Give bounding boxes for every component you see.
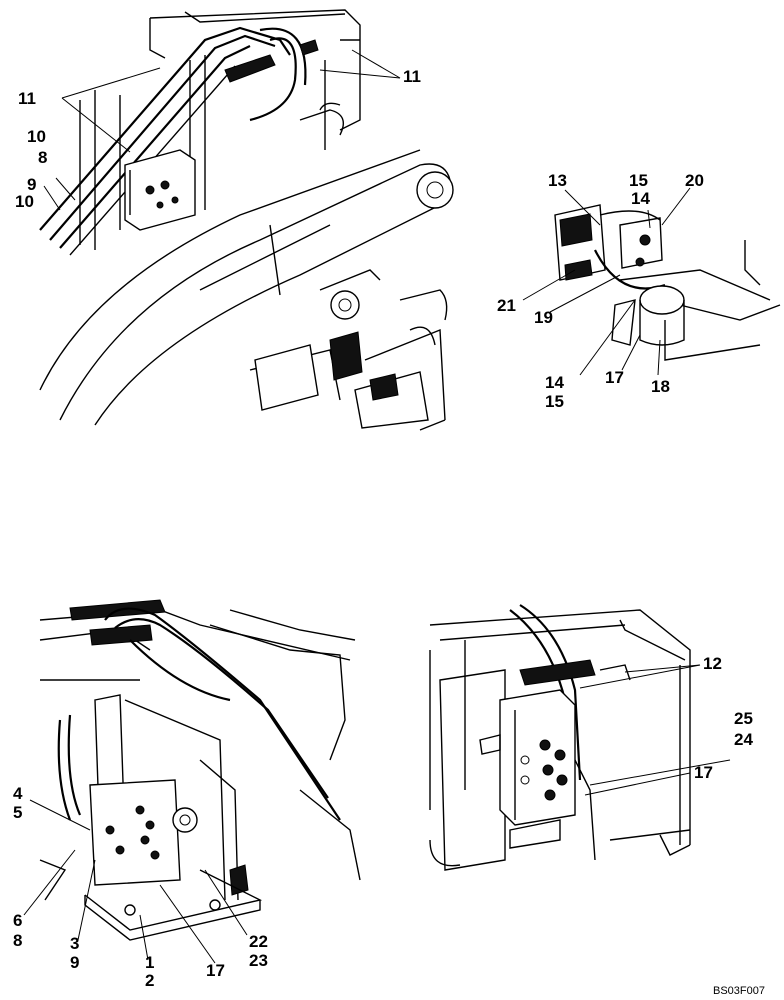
- leader-lines-view-1: [43, 49, 401, 211]
- valve-stack: [89, 694, 249, 901]
- callout-19: 19: [534, 308, 553, 327]
- view-lower-left: 4 5 6 8 3 9 1 2 17 22 23: [13, 599, 361, 990]
- callout-15-bottom: 15: [545, 392, 564, 411]
- boom-arm: [39, 102, 454, 426]
- callout-14-bottom: 14: [545, 373, 564, 392]
- callout-10-lower: 10: [15, 192, 34, 211]
- view-upper-right: 13 15 14 20 21 19 14 15 17 18: [497, 171, 781, 411]
- valve-bank-detail: [554, 204, 781, 361]
- callout-1: 1: [145, 953, 154, 972]
- view-lower-right: 12 25 24 17: [429, 604, 753, 871]
- boom-tower-frame: [79, 9, 361, 250]
- callout-12: 12: [703, 654, 722, 673]
- callout-22: 22: [249, 932, 268, 951]
- valve-block-detail: [479, 689, 596, 861]
- upper-structure: [39, 599, 356, 761]
- base-plate: [39, 859, 263, 941]
- callout-15-top: 15: [629, 171, 648, 190]
- callout-14-top: 14: [631, 189, 650, 208]
- callout-23: 23: [249, 951, 268, 970]
- callout-6: 6: [13, 911, 22, 930]
- callout-11-left: 11: [18, 89, 36, 108]
- callout-21: 21: [497, 296, 516, 315]
- hose-run: [57, 607, 361, 881]
- leader-lines-view-2: [522, 187, 691, 376]
- callout-8: 8: [38, 148, 47, 167]
- callout-9-view-3: 9: [70, 953, 79, 972]
- callout-10-upper: 10: [27, 127, 46, 146]
- callout-4: 4: [13, 784, 23, 803]
- callout-17-view-2: 17: [605, 368, 624, 387]
- callout-25: 25: [734, 709, 753, 728]
- callout-2: 2: [145, 971, 154, 990]
- callout-13: 13: [548, 171, 567, 190]
- control-valve-block: [124, 39, 319, 231]
- callout-9: 9: [27, 175, 36, 194]
- callout-24: 24: [734, 730, 753, 749]
- callout-20: 20: [685, 171, 704, 190]
- callout-5: 5: [13, 803, 22, 822]
- callout-3: 3: [70, 934, 79, 953]
- leader-lines-view-4: [579, 664, 731, 796]
- drawing-code: BS03F007: [713, 985, 765, 997]
- callout-17-view-3: 17: [206, 961, 225, 980]
- callout-8-view-3: 8: [13, 931, 22, 950]
- callout-18: 18: [651, 377, 670, 396]
- callout-17-view-4: 17: [694, 763, 713, 782]
- view-upper-left: 11 11 10 8 9 10: [15, 9, 454, 431]
- callout-11-right: 11: [403, 67, 421, 86]
- lower-mount-assembly: [249, 269, 448, 431]
- leader-lines-view-3: [23, 799, 248, 964]
